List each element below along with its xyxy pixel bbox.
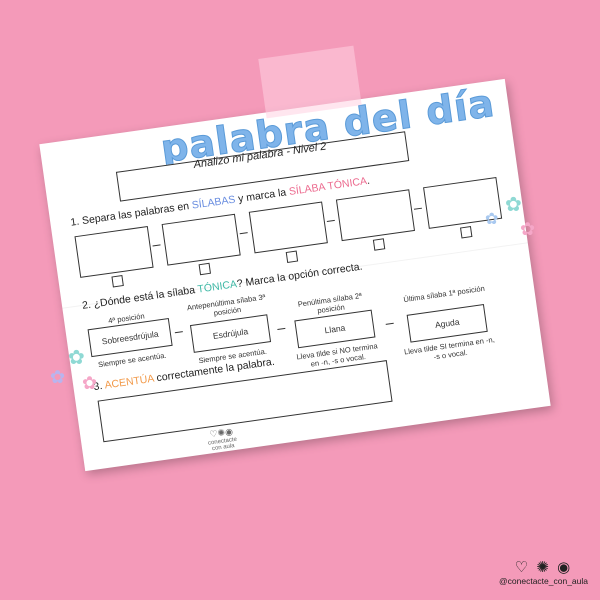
syllable-checkbox-3[interactable] xyxy=(285,250,299,263)
option-name-1: Sobreesdrújula xyxy=(101,328,160,347)
dash xyxy=(385,322,394,325)
syllable-box-2[interactable] xyxy=(161,213,241,266)
option-name-2: Esdrújula xyxy=(212,326,249,341)
worksheet: palabra del día Analizo mi palabra - Niv… xyxy=(39,78,551,472)
watermark-icons: ♡ ✺ ◉ xyxy=(514,559,573,576)
flower-icon: ✿ xyxy=(505,194,522,216)
syllable-checkbox-4[interactable] xyxy=(372,238,386,251)
dash xyxy=(326,219,335,223)
watermark: ♡ ✺ ◉ @conectacte_con_aula xyxy=(499,558,588,586)
syllable-checkbox-1[interactable] xyxy=(111,275,124,288)
watermark-handle: @conectacte_con_aula xyxy=(499,576,588,586)
accent-answer-box[interactable] xyxy=(97,360,393,443)
flower-icon: ✿ xyxy=(520,219,536,239)
option-name-3: Llana xyxy=(323,322,346,336)
dash xyxy=(277,327,286,330)
dash xyxy=(239,232,248,235)
dash xyxy=(152,244,161,247)
flower-icon: ✿ xyxy=(82,373,98,393)
flower-icon: ✿ xyxy=(68,347,85,369)
brand-logo: ♡✺◉ conectacte con aula xyxy=(201,425,244,453)
option-position-4: Última sílaba 1ª posición xyxy=(402,283,486,305)
syllable-checkbox-5[interactable] xyxy=(460,226,473,239)
dash xyxy=(413,207,423,210)
dash xyxy=(174,331,183,334)
syllable-box-3[interactable] xyxy=(248,201,328,254)
syllable-box-1[interactable] xyxy=(74,226,154,278)
syllable-checkbox-2[interactable] xyxy=(198,262,211,276)
option-name-4: Aguda xyxy=(434,316,461,330)
flower-icon: ✿ xyxy=(485,211,499,228)
flower-icon: ✿ xyxy=(50,367,66,387)
syllable-box-4[interactable] xyxy=(335,189,416,242)
